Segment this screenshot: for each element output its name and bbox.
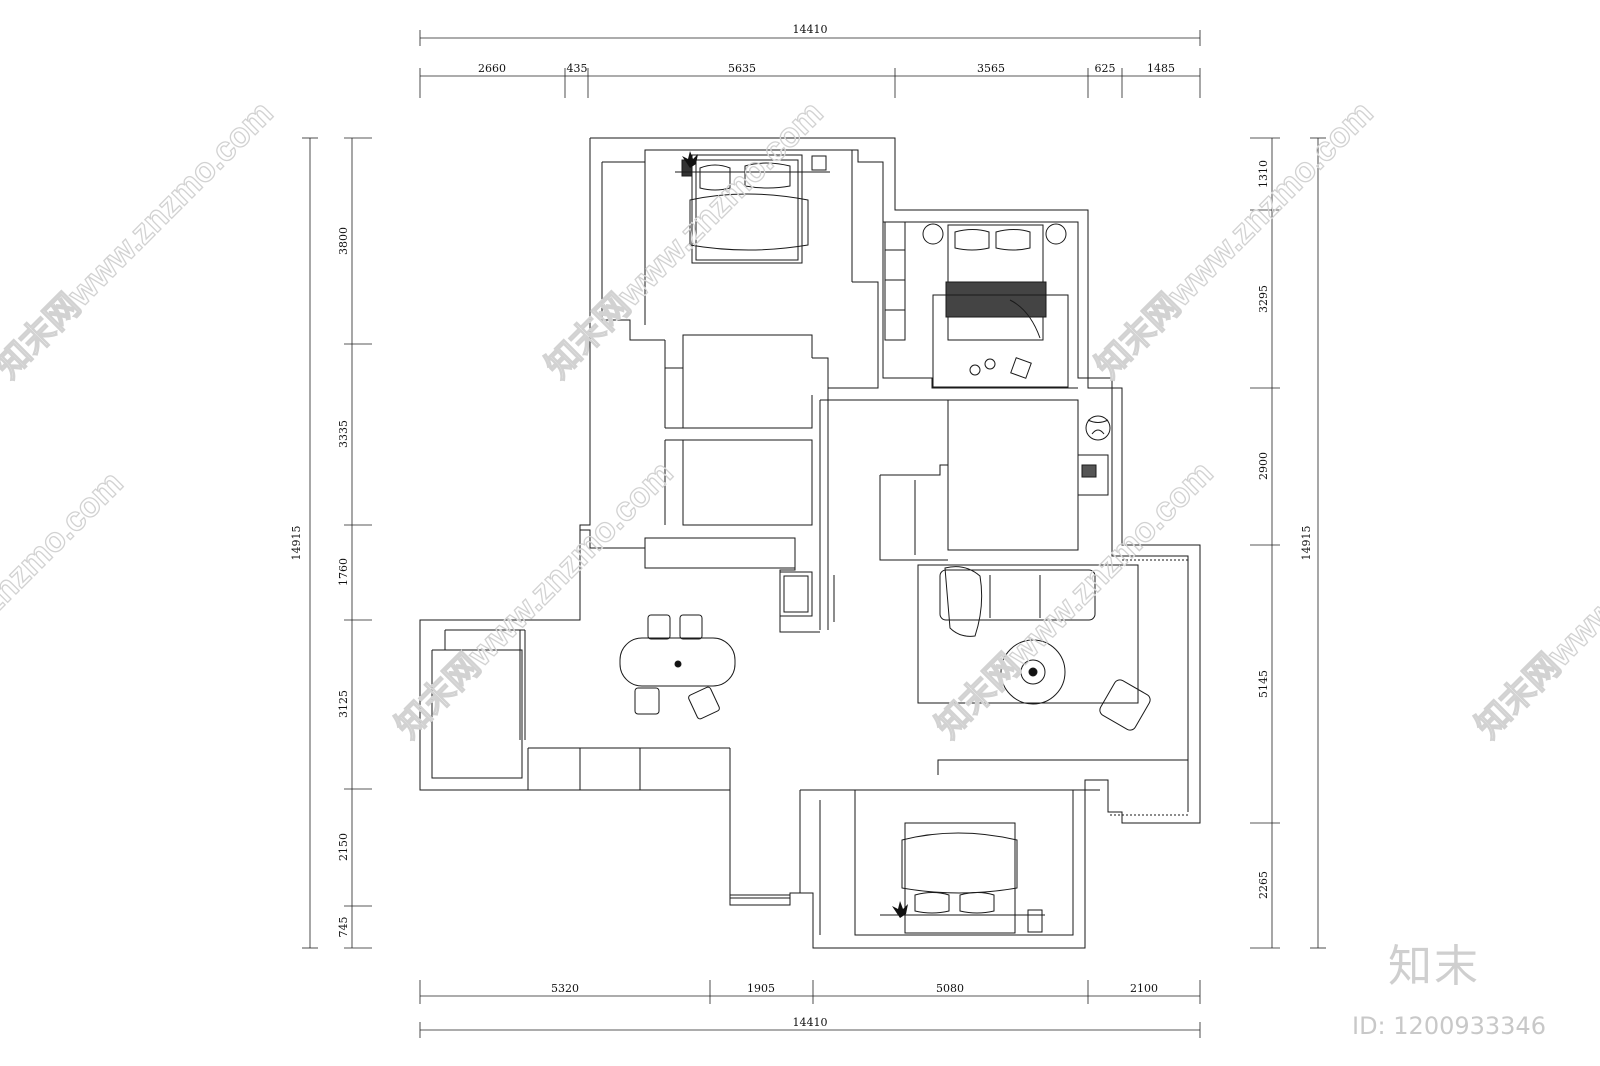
dimension-left	[302, 137, 372, 949]
dim-left-3: 1760	[337, 558, 350, 586]
dim-left-4: 3125	[337, 690, 350, 718]
balcony-window	[1110, 559, 1190, 816]
dimension-top	[419, 30, 1201, 98]
dim-bottom-2: 1905	[747, 982, 775, 995]
dim-bottom-1: 5320	[551, 982, 579, 995]
id-label: ID: 1200933346	[1352, 1012, 1546, 1040]
dim-right-2: 3295	[1257, 285, 1270, 313]
dim-left-1: 3800	[337, 227, 350, 255]
dim-right-1: 1310	[1257, 160, 1270, 188]
bed-top-left	[675, 154, 830, 264]
dim-left-2: 3335	[337, 420, 350, 448]
dim-top-total: 14410	[793, 23, 828, 36]
study-desk	[1077, 415, 1111, 496]
dim-top-1: 2660	[478, 62, 506, 75]
dining-table	[619, 614, 736, 720]
dimension-right	[1250, 137, 1326, 949]
watermark-text: 知末网www.znzmo.com	[389, 454, 681, 746]
dim-bottom-total: 14410	[793, 1016, 828, 1029]
dim-left-6: 745	[337, 917, 350, 938]
dim-top-2: 435	[567, 62, 588, 75]
watermark-text: 知末网www.znzmo.com	[929, 454, 1221, 746]
dim-bottom-4: 2100	[1130, 982, 1158, 995]
plant-icon-bottom	[892, 901, 908, 918]
interior-walls	[527, 150, 1188, 936]
dimension-bottom	[419, 980, 1201, 1038]
dim-right-3: 2900	[1257, 452, 1270, 480]
watermark-text: 知末网www.znzmo.com	[0, 464, 131, 756]
plant-icon	[682, 151, 698, 168]
watermark-text: 知末网www.znzmo.com	[1089, 94, 1381, 386]
watermark-text: 知末网www.znzmo.com	[1469, 454, 1600, 746]
sliding-door-left	[519, 575, 835, 740]
dim-top-6: 1485	[1147, 62, 1175, 75]
dim-right-total: 14915	[1300, 526, 1313, 561]
dim-top-5: 625	[1095, 62, 1116, 75]
dim-left-total: 14915	[290, 526, 303, 561]
outer-walls	[419, 137, 1201, 949]
dim-left-5: 2150	[337, 833, 350, 861]
sofa	[917, 564, 1151, 731]
dim-top-3: 5635	[728, 62, 756, 75]
watermark-group: 知末网www.znzmo.com 知末网www.znzmo.com 知末网www…	[0, 93, 1600, 756]
dim-right-5: 2265	[1257, 871, 1270, 899]
bed-top-right	[922, 223, 1069, 388]
dim-bottom-3: 5080	[936, 982, 964, 995]
watermark-text: 知末网www.znzmo.com	[0, 94, 281, 386]
dim-top-4: 3565	[977, 62, 1005, 75]
bed-bottom	[880, 822, 1045, 934]
dim-right-4: 5145	[1257, 670, 1270, 698]
brand-logo: 知末	[1388, 941, 1480, 992]
